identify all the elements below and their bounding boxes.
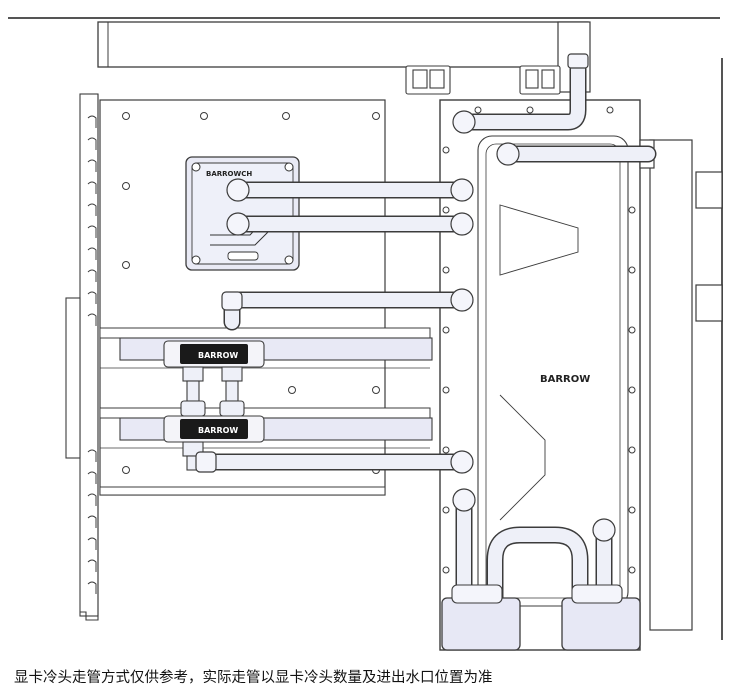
right-radiator	[639, 139, 723, 631]
pci-slot-hooks	[87, 115, 97, 594]
gpu-terminal-top: BARROW	[163, 340, 265, 368]
coolant-tubes	[197, 53, 657, 609]
motherboard-screws	[122, 112, 380, 474]
top-rail	[97, 21, 589, 68]
gpu-terminal-bottom: BARROW	[163, 415, 265, 443]
caption-text: 显卡冷头走管方式仅供参考，实际走管以显卡冷头数量及进出水口位置为准	[14, 670, 493, 686]
top-mount-tabs	[405, 65, 561, 95]
gpu-block-brand-bottom: BARROW	[198, 426, 238, 435]
cpu-block-brand: BARROWCH	[206, 170, 252, 178]
gpu-block-brand-top: BARROW	[198, 351, 238, 360]
distro-plate-screws	[442, 106, 636, 574]
tube-fittings	[195, 53, 616, 542]
pump-block-right	[561, 584, 641, 651]
pci-bracket-rail	[65, 93, 99, 621]
pump-block-left	[441, 584, 521, 651]
reservoir-brand: BARROW	[540, 374, 590, 385]
